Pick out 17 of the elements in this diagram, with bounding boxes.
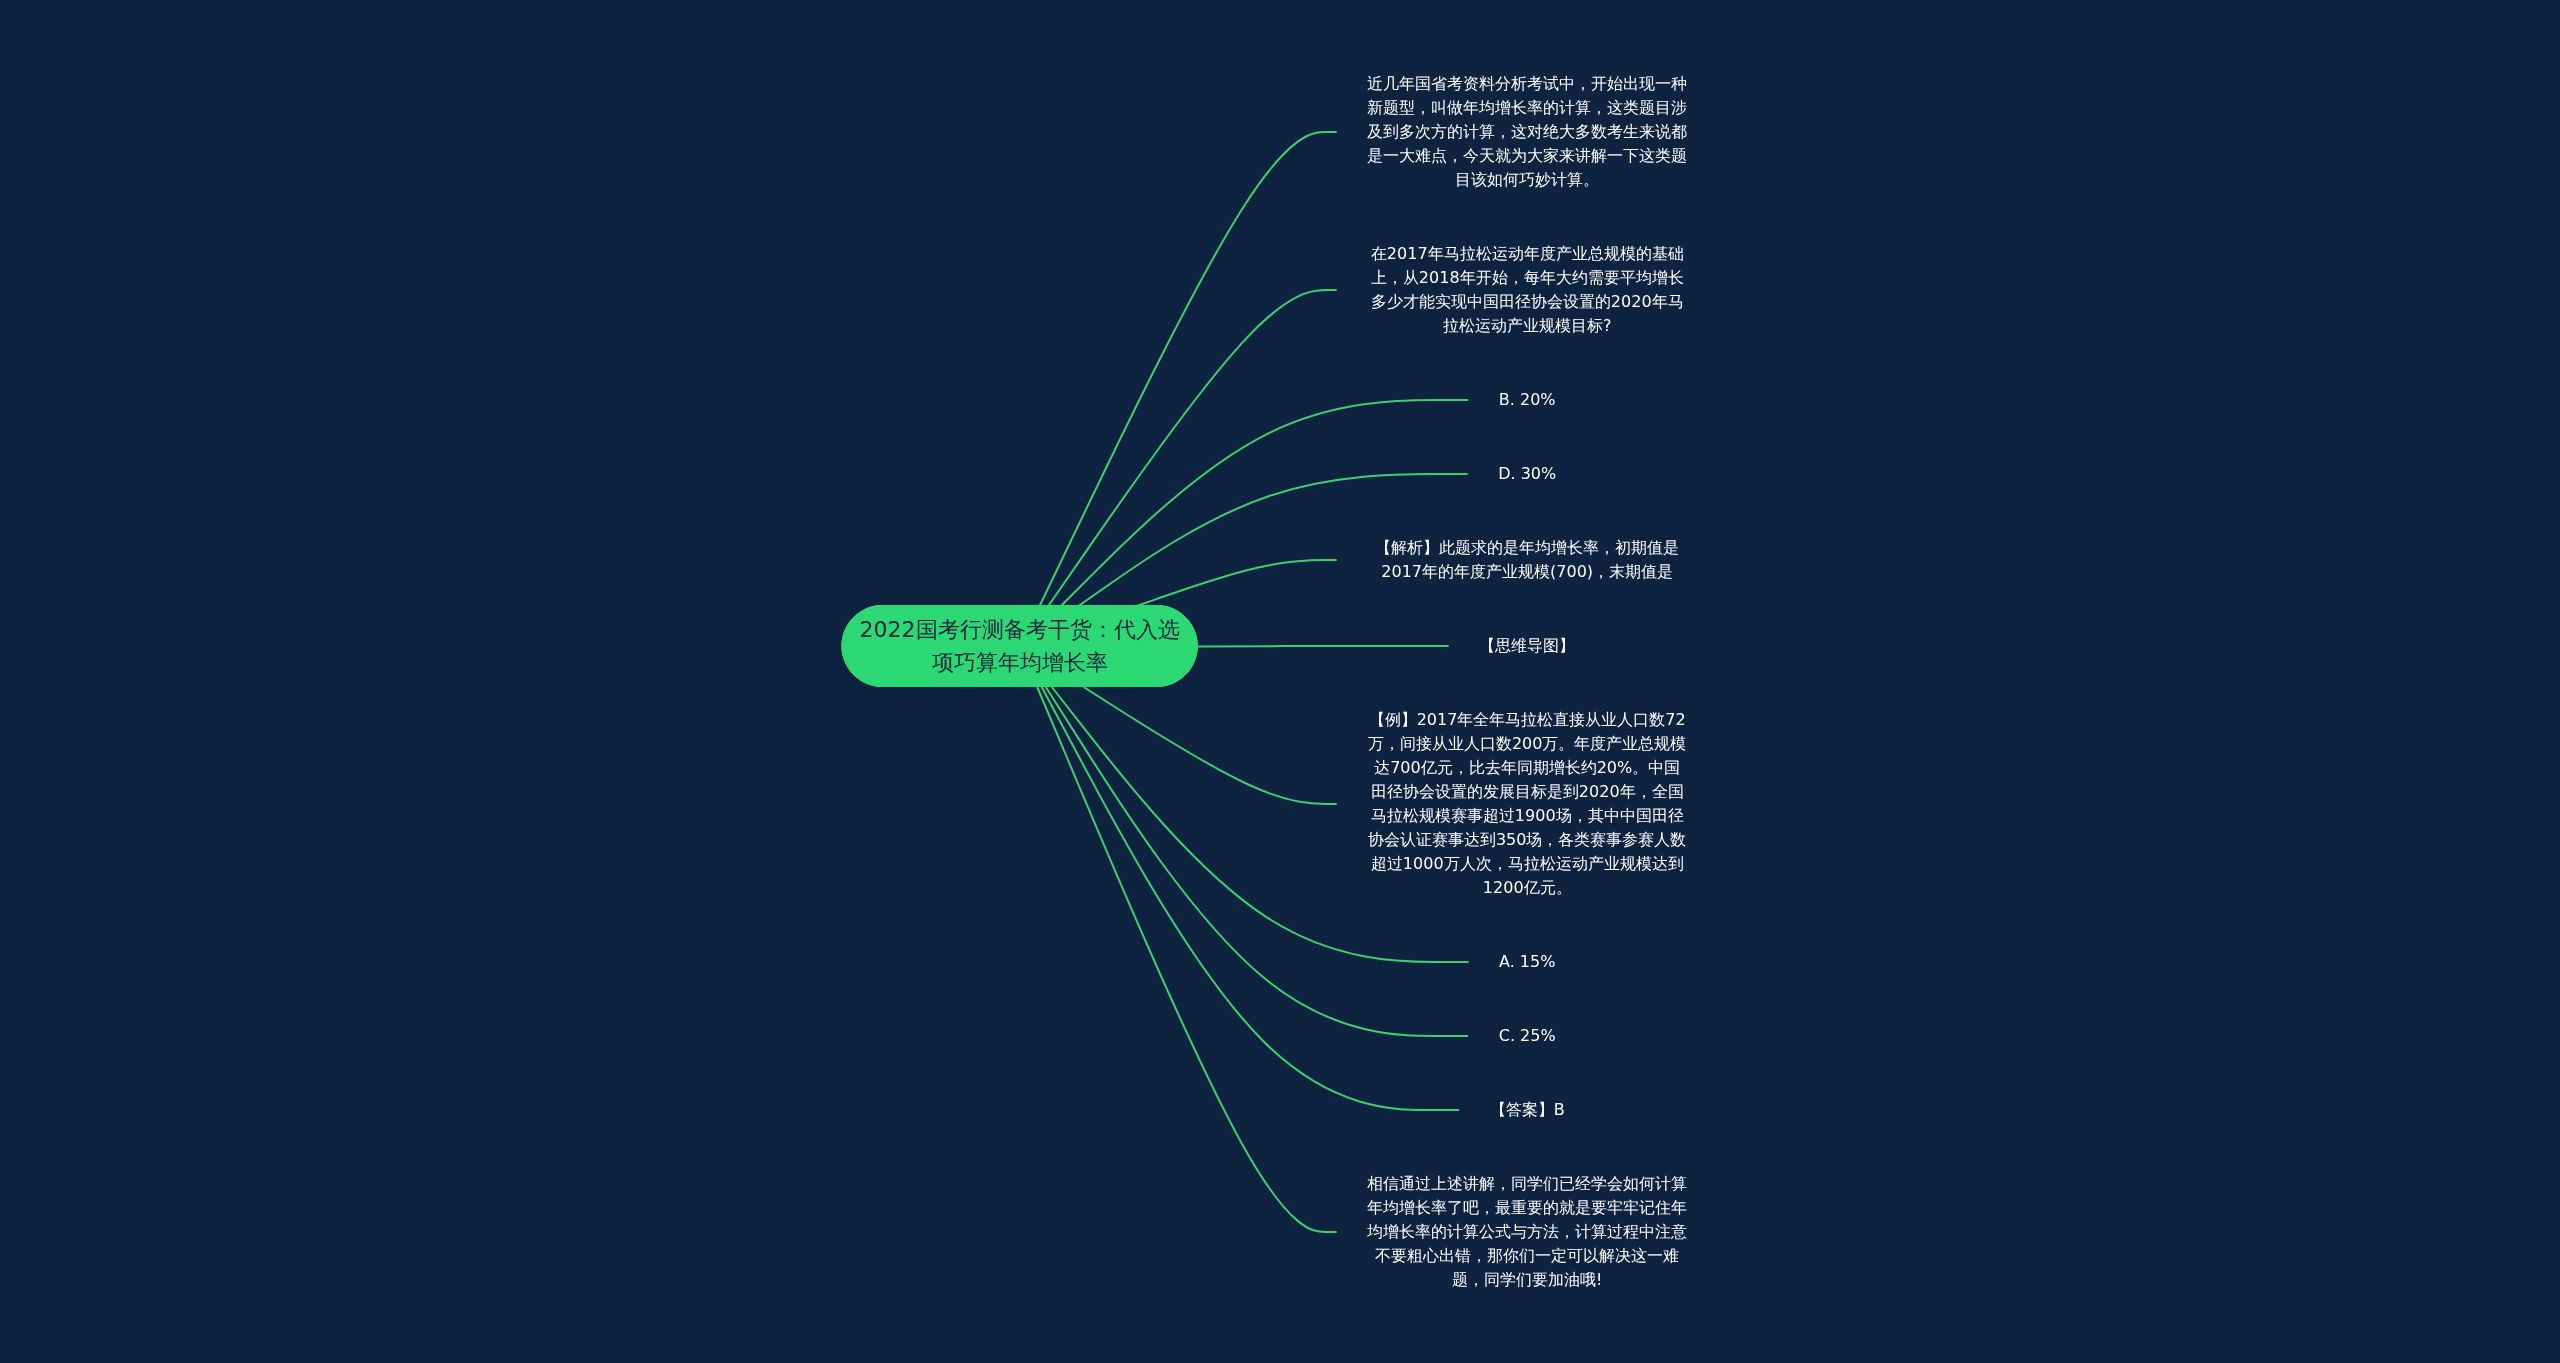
node-text: 【答案】B: [1490, 1099, 1566, 1119]
node-text: 近几年国省考资料分析考试中，开始出现一种新题型，叫做年均增长率的计算，这类题目涉及到多次方的计算，这对绝大多数考生来说都是一大难点，今天就为大家来讲解一下这类题目该如何巧妙计算。: [1367, 73, 1688, 189]
connector: [1082, 685, 1339, 805]
node-text: 在2017年马拉松运动年度产业总规模的基础上，从2018年开始，每年大约需要平均增长多少才能实现中国田径协会设置的2020年马拉松运动产业规模目标?: [1371, 243, 1684, 335]
node-text: B. 20%: [1499, 389, 1556, 409]
connector: [1051, 685, 1471, 963]
node-text: 【解析】此题求的是年均增长率，初期值是2017年的年度产业规模(700)，末期值是: [1375, 537, 1680, 581]
node-text: C. 25%: [1499, 1025, 1557, 1045]
node-text: 相信通过上述讲解，同学们已经学会如何计算年均增长率了吧，最重要的就是要牢牢记住年均增长率的计算公式与方法，计算过程中注意不要粗心出错，那你们一定可以解决这一难题，同学们要加油哦!: [1367, 1173, 1688, 1289]
connector: [1045, 685, 1471, 1037]
node-text: 【例】2017年全年马拉松直接从业人口数72万，间接从业人口数200万。年度产业总规模达700亿元，比去年同期增长约20%。中国田径协会设置的发展目标是到2020年，全国马拉松规模赛事超过1900场，其中中国田径协会认证赛事达到350场，各类赛事参赛人数超过1000万人次，马拉松运动产业规模达到1200亿元。: [1368, 709, 1687, 897]
connector: [1041, 685, 1462, 1111]
node-text: D. 30%: [1498, 463, 1557, 483]
node-text: 【思维导图】: [1479, 635, 1576, 655]
node-text: A. 15%: [1499, 951, 1556, 971]
connector: [1036, 685, 1339, 1233]
connector: [1197, 644, 1451, 647]
